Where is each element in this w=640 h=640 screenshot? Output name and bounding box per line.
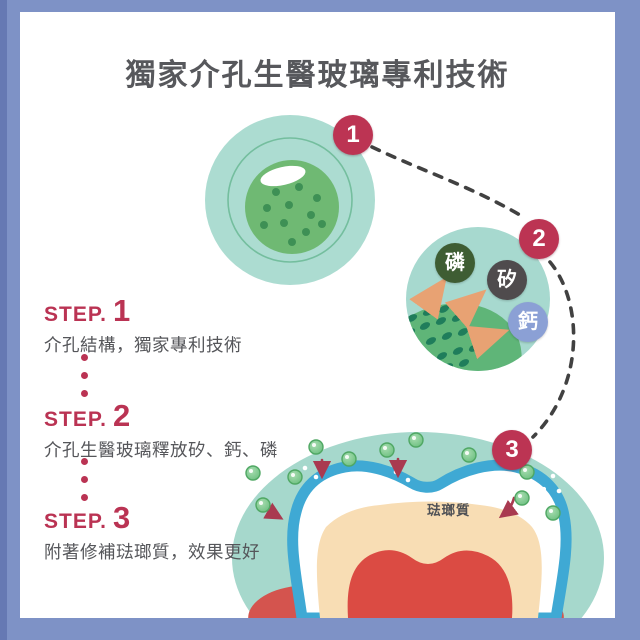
release-arrow-icons (409, 276, 510, 360)
step-3-label: STEP. (44, 510, 107, 533)
dashed-connector-step1-step2 (370, 145, 522, 217)
mineral-chip-calcium: 鈣 (508, 302, 548, 342)
mineral-chip-phosphorus: 磷 (435, 243, 475, 283)
step-1-label: STEP. (44, 303, 107, 326)
step-3-badge: 3 (492, 430, 532, 470)
step-2-badge: 2 (519, 219, 559, 259)
pore-dots (260, 183, 326, 246)
step-3-block: STEP. 3 附著修補琺瑯質，效果更好 (44, 500, 324, 564)
step-2-block: STEP. 2 介孔生醫玻璃釋放矽、鈣、磷 (44, 398, 324, 462)
step-2-description: 介孔生醫玻璃釋放矽、鈣、磷 (44, 440, 278, 460)
step-1-heading: STEP. 1 (44, 293, 324, 329)
step-3-heading: STEP. 3 (44, 500, 324, 536)
mineral-chip-silicon: 矽 (487, 260, 527, 300)
tooth-pulp (347, 550, 513, 618)
mesoporous-particle-illustration (205, 115, 375, 285)
step-2-number: 2 (112, 398, 131, 433)
step-2-label: STEP. (44, 408, 107, 431)
step-1-badge: 1 (333, 115, 373, 155)
page-title: 獨家介孔生醫玻璃專利技術 (125, 59, 510, 92)
mineral-bead-icons (245, 432, 561, 521)
step-1-block: STEP. 1 介孔結構，獨家專利技術 (44, 293, 324, 357)
dashed-connector-step2-step3 (531, 260, 576, 439)
step-3-description: 附著修補琺瑯質，效果更好 (44, 542, 260, 562)
step-2-heading: STEP. 2 (44, 398, 324, 434)
step-1-number: 1 (112, 293, 131, 328)
step-separator-dots-2 (81, 458, 88, 501)
step-3-number: 3 (112, 500, 131, 535)
step-1-description: 介孔結構，獨家專利技術 (44, 335, 242, 355)
enamel-label: 琺瑯質 (427, 503, 471, 518)
tooth-repair-illustration (232, 432, 604, 640)
step-separator-dots-1 (81, 354, 88, 397)
